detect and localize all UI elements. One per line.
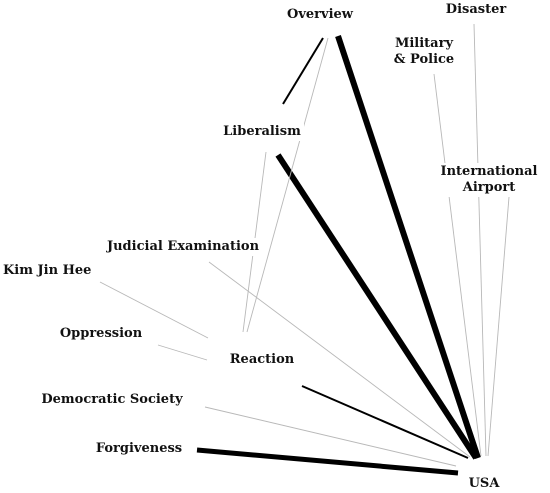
- edge-overview-reaction: [246, 37, 329, 333]
- edge-overview-usa: [335, 35, 481, 459]
- edge-disaster-usa: [473, 23, 487, 457]
- edge-liberalism-usa: [275, 153, 479, 460]
- node-kim-jin-hee: Kim Jin Hee: [0, 262, 95, 280]
- node-international-airport: International Airport: [437, 163, 541, 197]
- node-oppression: Oppression: [56, 325, 146, 343]
- edge-democratic-usa: [204, 406, 457, 467]
- edge-judicial-usa: [208, 261, 471, 458]
- edge-airport-usa: [487, 196, 510, 457]
- edge-kim-reaction: [99, 281, 209, 339]
- edge-reaction-usa: [301, 385, 469, 459]
- edge-overview-liberalism: [282, 37, 324, 105]
- node-overview: Overview: [284, 6, 356, 24]
- node-democratic-society: Democratic Society: [38, 391, 186, 409]
- node-disaster: Disaster: [442, 1, 510, 19]
- edge-forgiveness-usa: [196, 447, 459, 476]
- node-military-police: Military & Police: [390, 35, 458, 69]
- node-judicial-examination: Judicial Examination: [103, 238, 263, 256]
- node-usa: USA: [465, 475, 503, 493]
- node-forgiveness: Forgiveness: [92, 440, 186, 458]
- node-reaction: Reaction: [226, 351, 298, 369]
- edge-oppression-reaction: [157, 344, 208, 361]
- edge-military-usa: [433, 73, 482, 457]
- edge-layer: [99, 23, 510, 476]
- node-liberalism: Liberalism: [220, 123, 304, 141]
